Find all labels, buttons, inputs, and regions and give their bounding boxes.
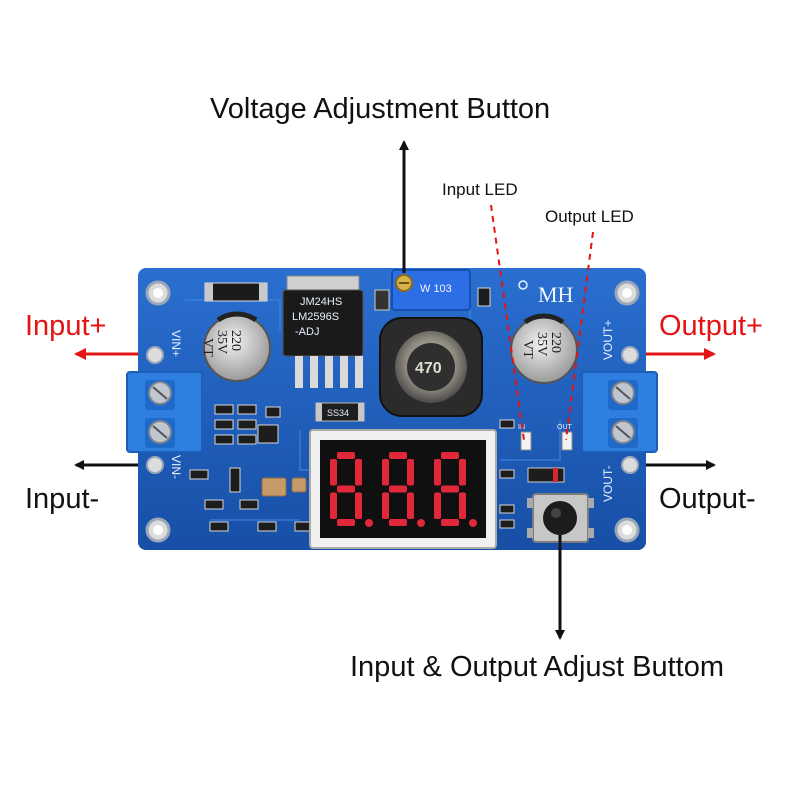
output-led-label: Output LED (545, 207, 634, 226)
input-led-label: Input LED (442, 180, 518, 199)
voltage-adjust-potentiometer[interactable]: W 103 (391, 269, 471, 311)
io-adjust-label: Input & Output Adjust Buttom (350, 651, 724, 683)
segment-2-g (441, 485, 459, 493)
cap-left-voltage: 35V (214, 330, 229, 354)
smd-diode-top (204, 282, 268, 302)
segment-1-a (389, 452, 407, 459)
ic-line-2: LM2596S (292, 311, 339, 323)
smd-diode-red (527, 467, 565, 483)
segment-0-a (337, 452, 355, 459)
segment-1-g (389, 485, 407, 493)
smd-components (189, 287, 515, 532)
vin-minus-silk: VIN- (169, 455, 183, 479)
segment-0-c (355, 492, 362, 519)
segment-1-f (382, 459, 389, 486)
input-minus-label: Input- (25, 483, 100, 515)
input-terminal-block (126, 371, 203, 453)
pot-label: W 103 (420, 283, 452, 295)
cap-right-voltage: 35V (534, 332, 549, 356)
voltage-adjustment-label: Voltage Adjustment Button (210, 93, 551, 125)
vout-plus-silk: VOUT+ (601, 320, 615, 360)
segment-2-f (434, 459, 441, 486)
segment-2-c (459, 492, 466, 519)
segment-2-e (434, 492, 441, 519)
cap-right-value: 220 (548, 332, 563, 353)
input-plus-label: Input+ (25, 310, 107, 342)
segment-2-d (441, 519, 459, 526)
segment-0-f (330, 459, 337, 486)
led-out-silk: OUT (557, 424, 573, 431)
output-capacitor: 220 35V VT (510, 313, 578, 384)
brand-mark: MH (538, 282, 574, 307)
cap-left-series: VT (200, 338, 215, 357)
input-output-adjust-button[interactable] (527, 493, 594, 543)
cap-right-series: VT (520, 340, 535, 359)
output-plus-label: Output+ (659, 310, 763, 342)
ss34-diode: SS34 (315, 402, 365, 422)
segment-1-e (382, 492, 389, 519)
output-terminal-block (581, 371, 658, 453)
decimal-point-1 (417, 519, 425, 527)
vout-minus-silk: VOUT- (601, 465, 615, 502)
segment-2-b (459, 459, 466, 486)
segment-1-d (389, 519, 407, 526)
lm2596-regulator-ic: JM24HS LM2596S -ADJ (282, 275, 364, 388)
inductor-label: 470 (415, 360, 442, 377)
segment-2-a (441, 452, 459, 459)
display-digits (330, 452, 477, 527)
segment-0-d (337, 519, 355, 526)
output-led-leader (565, 231, 594, 441)
cap-left-value: 220 (228, 330, 243, 351)
decimal-point-0 (365, 519, 373, 527)
input-capacitor: 220 35V VT (200, 311, 271, 382)
ic-line-1: JM24HS (300, 296, 342, 308)
segment-1-b (407, 459, 414, 486)
mounting-holes (145, 280, 640, 543)
segment-1-c (407, 492, 414, 519)
segment-0-e (330, 492, 337, 519)
segment-0-g (337, 485, 355, 493)
vin-plus-silk: VIN+ (169, 330, 183, 357)
inductor-470: 470 (379, 317, 483, 417)
diode-label: SS34 (327, 408, 349, 418)
output-minus-label: Output- (659, 483, 756, 515)
decimal-point-2 (469, 519, 477, 527)
ic-line-3: -ADJ (295, 326, 319, 338)
segment-0-b (355, 459, 362, 486)
